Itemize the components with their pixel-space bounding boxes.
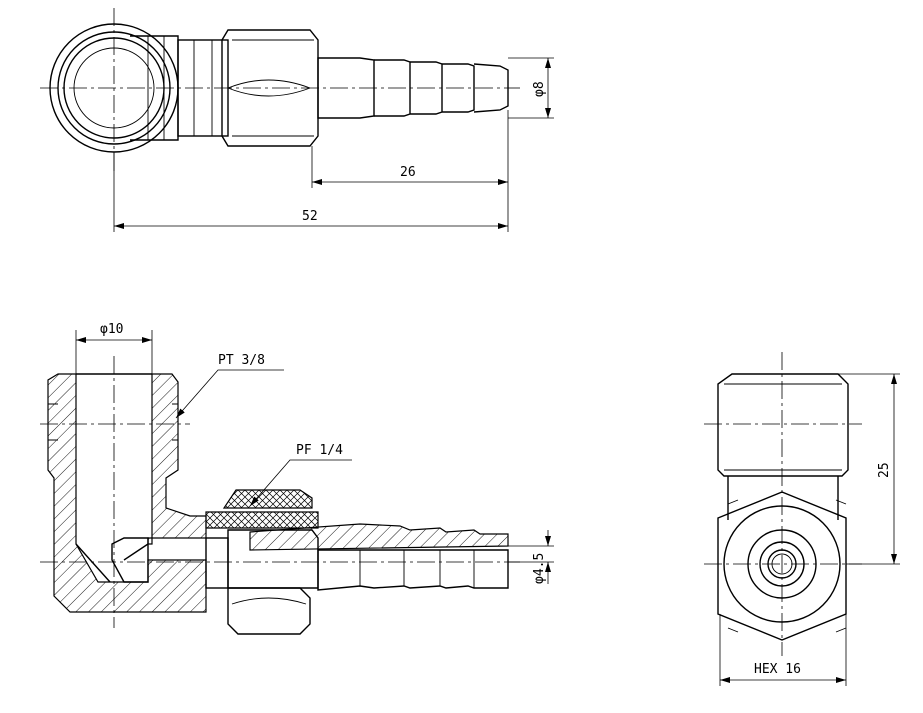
section-nut-mid: [205, 511, 319, 529]
section-body: [47, 373, 207, 613]
section-barb-ribs: [359, 550, 475, 588]
leader-pt: [175, 369, 284, 419]
section-nut-lower: [227, 587, 311, 635]
section-view: φ10 PT 3/8 PF 1/4 φ4.5: [40, 322, 554, 635]
section-nut-top: [222, 489, 313, 509]
end-view: 25 HEX 16: [704, 352, 900, 686]
label-top-dia: φ8: [532, 81, 547, 97]
label-top-26: 26: [400, 165, 416, 180]
label-top-52: 52: [302, 209, 318, 224]
label-thread-pt: PT 3/8: [218, 353, 265, 368]
label-thread-pf: PF 1/4: [296, 443, 343, 458]
label-end-hex: HEX 16: [754, 662, 801, 677]
section-thread-marks: [48, 403, 178, 441]
top-view: φ8 26 52: [40, 8, 554, 232]
section-washer: [205, 537, 229, 589]
section-barb-lower: [317, 549, 509, 591]
section-barb-upper: [249, 523, 509, 551]
label-section-hose-bore: φ4.5: [532, 553, 547, 584]
end-thread-body: [717, 373, 849, 477]
label-end-height: 25: [877, 462, 892, 478]
end-neck: [727, 476, 839, 520]
section-drill-tip: [111, 537, 149, 583]
section-nut-lower-face: [205, 588, 307, 612]
top-nut-faces: [227, 39, 314, 137]
top-nut: [221, 29, 319, 147]
end-thread-lines: [724, 383, 842, 471]
section-body-right: [147, 373, 207, 545]
leader-pf: [249, 459, 352, 507]
label-section-bore: φ10: [100, 322, 123, 337]
end-hex-corners: [727, 499, 847, 633]
